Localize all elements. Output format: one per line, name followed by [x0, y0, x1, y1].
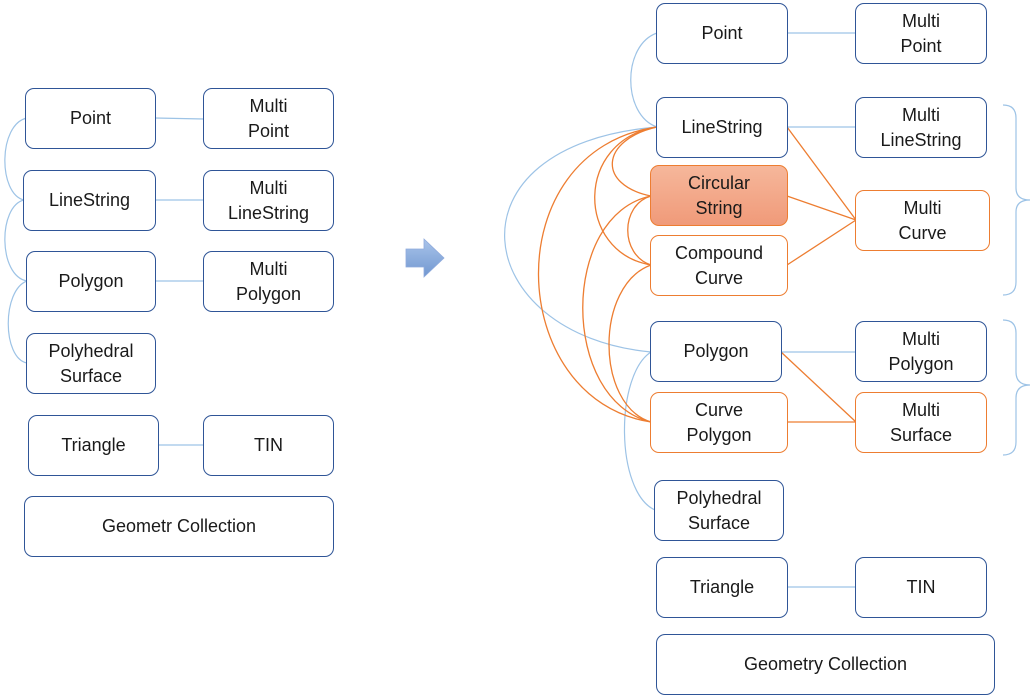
left-point-linestring-arc [4, 117, 28, 201]
right-linestring-box: LineString [656, 97, 788, 158]
right-multi-linestring-label: Multi LineString [880, 104, 962, 150]
right-compound-curve-box: Compound Curve [650, 235, 788, 296]
right-multi-polygon-box: Multi Polygon [855, 321, 987, 382]
left-point-to-multipoint [154, 117, 205, 120]
right-point-box: Point [656, 3, 788, 64]
right-curve-polygon-box: Curve Polygon [650, 392, 788, 453]
right-triangle-label: Triangle [689, 577, 755, 597]
left-linestring-label: LineString [48, 190, 131, 210]
left-multi-linestring-label: Multi LineString [227, 177, 310, 223]
right-curve-polygon-label: Curve Polygon [686, 399, 752, 445]
right-multi-surface-box: Multi Surface [855, 392, 987, 453]
left-multi-polygon-label: Multi Polygon [235, 258, 302, 304]
right-linestring-polygon-arc [504, 126, 658, 353]
lower-brace [1002, 319, 1031, 456]
right-braces [1002, 104, 1031, 456]
left-multi-point-box: Multi Point [203, 88, 334, 149]
right-compound-curve-label: Compound Curve [674, 242, 764, 288]
circularstring-curvepolygon-arc [582, 195, 652, 423]
compoundcurve-curvepolygon-arc [608, 264, 652, 423]
right-blue-connectors [504, 32, 856, 588]
left-linestring-polygon-arc [4, 199, 28, 282]
left-linestring-box: LineString [23, 170, 156, 231]
right-multi-polygon-label: Multi Polygon [888, 328, 954, 374]
right-polygon-polyhedral-arc [623, 351, 656, 511]
right-multi-curve-label: Multi Curve [898, 197, 947, 243]
left-polygon-label: Polygon [58, 271, 124, 291]
right-multi-surface-label: Multi Surface [889, 399, 953, 445]
linestring-curvepolygon-arc [537, 126, 658, 423]
right-multi-linestring-box: Multi LineString [855, 97, 987, 158]
right-polygon-box: Polygon [650, 321, 782, 382]
circularstring-to-multicurve [786, 195, 857, 221]
right-point-linestring-arc [630, 32, 658, 128]
left-tin-label: TIN [254, 435, 283, 455]
right-linestring-label: LineString [681, 117, 763, 137]
linestring-compoundcurve-arc [594, 126, 658, 266]
right-orange-connectors [537, 126, 857, 423]
right-point-label: Point [701, 23, 743, 43]
left-triangle-box: Triangle [28, 415, 159, 476]
left-multi-point-label: Multi Point [247, 95, 290, 141]
left-polygon-polyhedral-arc [7, 280, 28, 364]
left-tin-box: TIN [203, 415, 334, 476]
left-point-label: Point [69, 108, 112, 128]
linestring-to-multicurve [786, 126, 857, 221]
left-geometry-collection-label: Geometr Collection [101, 516, 257, 536]
right-geometry-collection-box: Geometry Collection [656, 634, 995, 695]
left-polyhedral-surface-box: Polyhedral Surface [26, 333, 156, 394]
right-multi-point-box: Multi Point [855, 3, 987, 64]
right-multi-curve-box: Multi Curve [855, 190, 990, 251]
left-multi-linestring-box: Multi LineString [203, 170, 334, 231]
left-triangle-label: Triangle [61, 435, 126, 455]
right-polyhedral-surface-box: Polyhedral Surface [654, 480, 784, 541]
right-triangle-box: Triangle [656, 557, 788, 618]
transition-arrow-icon [405, 238, 445, 278]
right-polygon-label: Polygon [683, 341, 749, 361]
left-polygon-box: Polygon [26, 251, 156, 312]
left-connectors [4, 117, 205, 446]
right-tin-box: TIN [855, 557, 987, 618]
right-polyhedral-surface-label: Polyhedral Surface [676, 487, 762, 533]
left-polyhedral-surface-label: Polyhedral Surface [48, 340, 134, 386]
right-tin-label: TIN [906, 577, 936, 597]
upper-brace [1002, 104, 1031, 296]
left-geometry-collection-box: Geometr Collection [24, 496, 334, 557]
linestring-circularstring-arc [611, 126, 658, 197]
polygon-to-multisurface [780, 351, 857, 423]
right-geometry-collection-label: Geometry Collection [743, 654, 908, 674]
right-circular-string-label: Circular String [687, 172, 750, 218]
compoundcurve-to-multicurve [786, 219, 857, 266]
left-multi-polygon-box: Multi Polygon [203, 251, 334, 312]
right-multi-point-label: Multi Point [900, 10, 942, 56]
circularstring-compoundcurve-arc [627, 195, 652, 266]
left-point-box: Point [25, 88, 156, 149]
right-circular-string-box: Circular String [650, 165, 788, 226]
